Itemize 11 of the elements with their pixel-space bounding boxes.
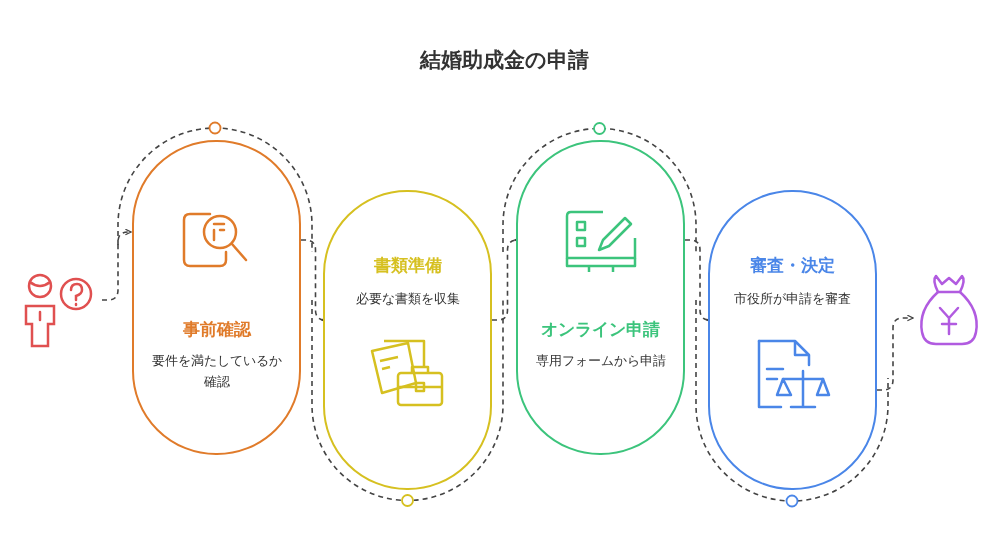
step-heading: オンライン申請 — [540, 318, 661, 341]
step-description: 市役所が申請を審査 — [733, 290, 852, 308]
step-description: 要件を満たしているか確認 — [150, 352, 283, 391]
diagram-title: 結婚助成金の申請 — [418, 47, 590, 74]
step-heading: 審査・決定 — [749, 254, 836, 277]
dashed-arrow — [876, 314, 914, 391]
step-heading: 事前確認 — [181, 318, 253, 341]
dashed-arrow — [101, 228, 132, 301]
step-description: 必要な書類を収集 — [354, 290, 461, 308]
step-description: 専用フォームから申請 — [534, 352, 667, 370]
step-heading: 書類準備 — [372, 254, 443, 277]
